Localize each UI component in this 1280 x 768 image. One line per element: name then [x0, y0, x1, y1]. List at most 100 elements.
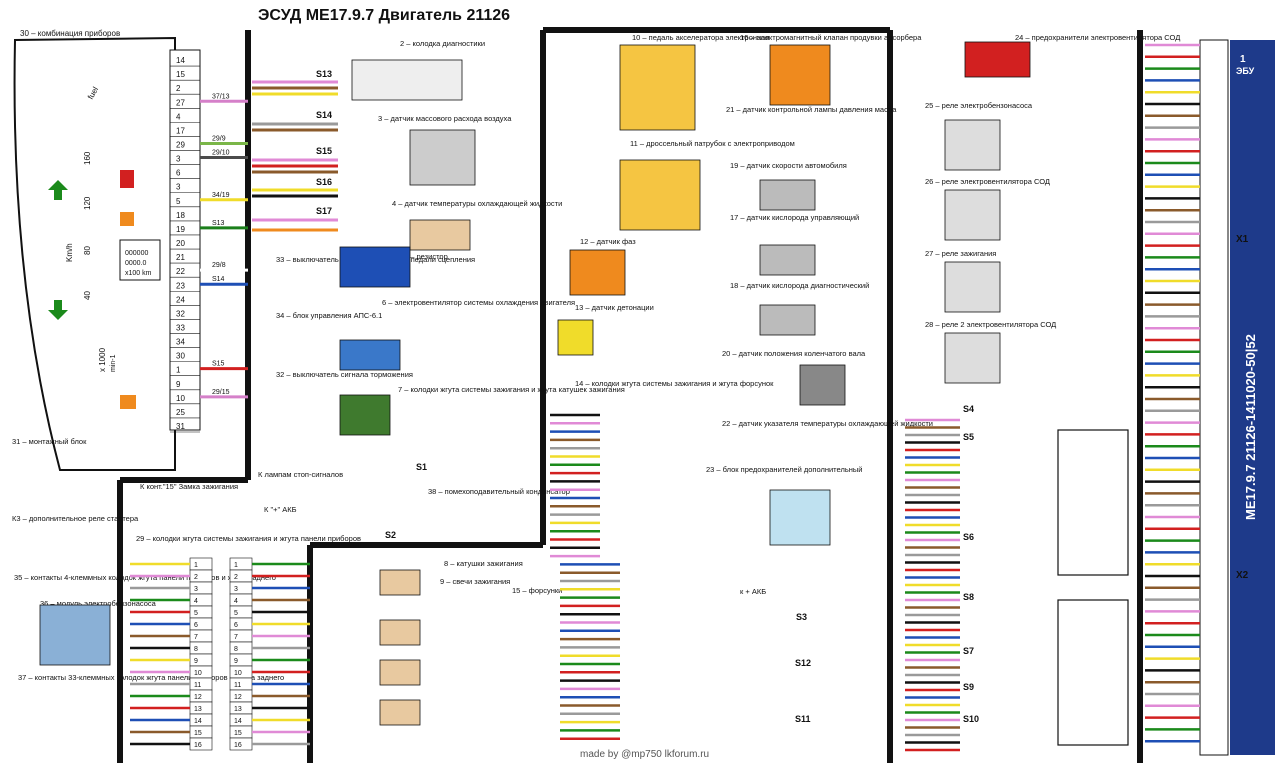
- component-label: 29 – колодки жгута системы зажигания и ж…: [136, 534, 361, 543]
- component-label: 25 – реле электробензонасоса: [925, 101, 1033, 110]
- component-box: [557, 319, 594, 356]
- splice-label: S6: [963, 532, 974, 542]
- connector29b-pin: 14: [234, 718, 242, 725]
- connector29b-pin: 9: [234, 658, 238, 665]
- cluster-wire-label: 34/19: [212, 192, 230, 199]
- component-label: 11 – дроссельный патрубок с электроприво…: [630, 139, 795, 148]
- connector29-pin: 9: [194, 658, 198, 665]
- oil-pressure-icon: [120, 170, 134, 188]
- component-box: [964, 41, 1031, 78]
- connector29-pin: 15: [194, 730, 202, 737]
- component-label: К конт."15" Замка зажигания: [140, 482, 238, 491]
- connector29-pin: 6: [194, 622, 198, 629]
- connector29b-pin: 11: [234, 682, 241, 689]
- cluster-pin-label: 5: [176, 197, 181, 206]
- component-label: 10 – педаль акселератора электронная: [632, 33, 769, 42]
- component-label: 17 – датчик кислорода управляющий: [730, 213, 859, 222]
- odometer-text: 000000: [125, 250, 148, 257]
- splice-label: S3: [796, 612, 807, 622]
- component-box: [339, 394, 391, 436]
- component-box: [379, 659, 421, 686]
- component-box: [799, 364, 846, 406]
- component-label: 35 – контакты 4-клеммных колодок жгута п…: [14, 573, 276, 582]
- cluster-pin-label: 34: [176, 338, 185, 347]
- ecu-connector: [1199, 39, 1229, 756]
- speed-tick: 160: [83, 151, 92, 165]
- splice-label: S16: [316, 177, 332, 187]
- cluster-pin-label: 19: [176, 225, 185, 234]
- connector29-pin: 7: [194, 634, 198, 641]
- component-box: [339, 246, 411, 288]
- cluster-pin-label: 15: [176, 70, 185, 79]
- connector29-pin: 13: [194, 706, 202, 713]
- connector29-pin: 2: [194, 574, 198, 581]
- splice-label: S8: [963, 592, 974, 602]
- splice-label: S5: [963, 432, 974, 442]
- component-label: К3 – дополнительное реле стартера: [12, 514, 139, 523]
- component-box: [339, 339, 401, 371]
- connector29b-pin: 6: [234, 622, 238, 629]
- component-box: [351, 59, 463, 101]
- splice-label: S4: [963, 404, 974, 414]
- connector29b-pin: 10: [234, 670, 242, 677]
- splice-label: S12: [795, 658, 811, 668]
- component-box: [759, 179, 816, 211]
- component-label: 18 – датчик кислорода диагностический: [730, 281, 869, 290]
- component-box: [379, 569, 421, 596]
- cluster-pin-label: 4: [176, 112, 181, 121]
- component-box: [944, 261, 1001, 313]
- cluster-pin-label: 23: [176, 281, 185, 290]
- connector29-pin: 14: [194, 718, 202, 725]
- splice-label: S1: [416, 462, 427, 472]
- connector29b-pin: 5: [234, 610, 238, 617]
- component-box: [944, 332, 1001, 384]
- cluster-title: 30 – комбинация приборов: [20, 29, 120, 38]
- component-label: К "+" АКБ: [264, 505, 297, 514]
- component-box: [769, 489, 831, 546]
- tach-multiplier: x 1000: [98, 347, 107, 372]
- cluster-pin-label: 24: [176, 295, 185, 304]
- component-label: 31 – монтажный блок: [12, 437, 87, 446]
- component-label: 32 – выключатель сигнала торможения: [276, 370, 413, 379]
- cluster-pin-label: 32: [176, 309, 185, 318]
- cluster-wire-label: S15: [212, 361, 225, 368]
- speed-tick: 120: [83, 196, 92, 210]
- component-label: 28 – реле 2 электровентилятора СОД: [925, 320, 1056, 329]
- connector29b-pin: 16: [234, 742, 242, 749]
- splice-label: S2: [385, 530, 396, 540]
- connector29-pin: 4: [194, 598, 198, 605]
- speed-tick: 80: [83, 246, 92, 255]
- cluster-connector: [169, 49, 201, 431]
- ecu-body: [1230, 40, 1275, 755]
- component-label: 37 – контакты 33-клеммных колодок жгута …: [18, 673, 284, 682]
- check-engine-icon: [120, 395, 136, 409]
- splice-label: S11: [795, 714, 811, 724]
- component-label: 3 – датчик массового расхода воздуха: [378, 114, 512, 123]
- cluster-pin-label: 22: [176, 267, 185, 276]
- connector29b-pin: 1: [234, 562, 238, 569]
- page-title: ЭСУД МЕ17.9.7 Двигатель 21126: [258, 7, 510, 24]
- splice-label: S13: [316, 69, 332, 79]
- ecu-model: МЕ17.9.7 21126-1411020-50|52: [1243, 334, 1258, 520]
- instrument-cluster-outline: [13, 36, 176, 471]
- speed-tick: 40: [83, 291, 92, 300]
- splice-label: S14: [316, 110, 332, 120]
- ecu-x1-label: X1: [1236, 234, 1249, 245]
- connector29-pin: 8: [194, 646, 198, 653]
- component-label: 5 – резистор: [404, 252, 448, 261]
- component-box: [759, 304, 816, 336]
- cluster-pin-label: 29: [176, 141, 185, 150]
- component-label: 34 – блок управления АПС-6.1: [276, 311, 382, 320]
- component-box: [769, 44, 831, 106]
- connector29-pin: 10: [194, 670, 202, 677]
- component-label: К лампам стоп-сигналов: [258, 470, 343, 479]
- connector29b-pin: 4: [234, 598, 238, 605]
- cluster-pin-label: 3: [176, 155, 181, 164]
- connector29-pin: 1: [194, 562, 198, 569]
- component-box: [39, 604, 111, 666]
- component-label: 12 – датчик фаз: [580, 237, 636, 246]
- x1-connector-drawing: [1057, 429, 1129, 576]
- cluster-pin-label: 2: [176, 84, 181, 93]
- cluster-pin-label: 20: [176, 239, 185, 248]
